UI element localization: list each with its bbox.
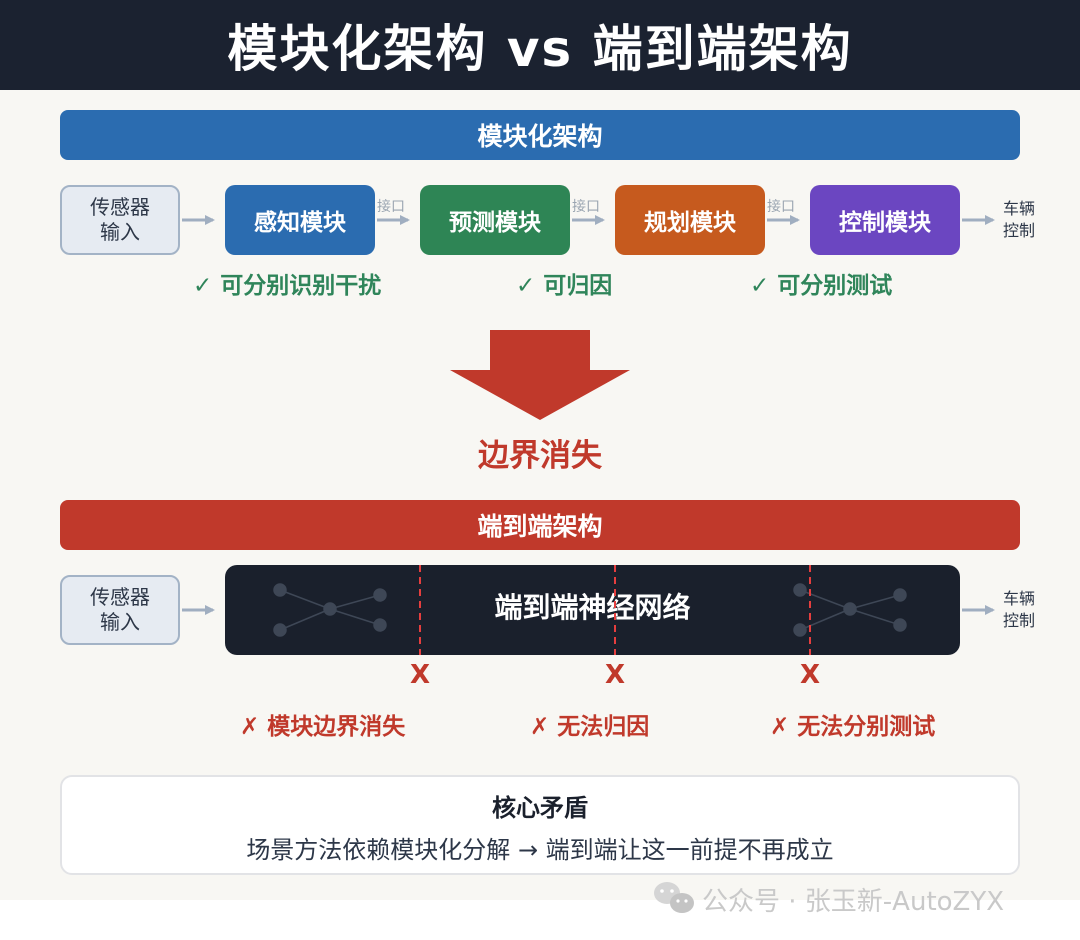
sensor-input-label-line1: 传感器 [90,195,150,219]
benefit-identify-interference: ✓ 可分别识别干扰 [193,273,382,299]
interface-label-1: 接口 [377,199,405,215]
watermark-text: 公众号 · 张玉新-AutoZYX [702,887,1005,917]
e2e-network-label: 端到端神经网络 [494,591,691,624]
e2e-vehicle-control-output: 车辆 控制 [1003,588,1053,632]
drawback-no-attribution: ✗ 无法归因 [530,714,650,740]
e2e-vehicle-control-line1: 车辆 [1003,589,1036,608]
network-left-decoration [273,583,387,637]
e2e-vehicle-control-line2: 控制 [1003,611,1036,630]
watermark-band [0,900,1080,940]
x-mark-3: X [800,660,821,690]
core-title: 核心矛盾 [492,794,588,822]
sensor-input-label-line2: 输入 [100,220,140,244]
benefit-attributable: ✓ 可归因 [516,273,613,299]
interface-label-3: 接口 [767,199,795,215]
e2e-sensor-input-box: 传感器 输入 [60,575,180,645]
drawback-boundary-vanish: ✗ 模块边界消失 [240,714,406,740]
network-right-decoration [793,583,907,637]
e2e-network-box [225,565,960,655]
title-bar: 模块化架构 vs 端到端架构 [0,0,1080,90]
x-mark-1: X [410,660,431,690]
planning-module: 规划模块 [615,185,765,255]
control-module: 控制模块 [810,185,960,255]
x-mark-2: X [605,660,626,690]
interface-label-2: 接口 [572,199,600,215]
vehicle-control-output: 车辆 控制 [1003,198,1053,242]
down-arrow-icon [450,330,630,420]
prediction-module: 预测模块 [420,185,570,255]
perception-module: 感知模块 [225,185,375,255]
drawback-no-separate-testing: ✗ 无法分别测试 [770,714,936,740]
page-title: 模块化架构 vs 端到端架构 [227,20,853,78]
e2e-sensor-input-line1: 传感器 [90,585,150,609]
e2e-banner: 端到端架构 [60,500,1020,550]
core-description: 场景方法依赖模块化分解 → 端到端让这一前提不再成立 [246,836,834,864]
e2e-sensor-input-line2: 输入 [100,610,140,634]
core-contradiction-box [60,775,1020,875]
sensor-input-box: 传感器 输入 [60,185,180,255]
vehicle-control-line2: 控制 [1003,221,1036,240]
modular-banner: 模块化架构 [60,110,1020,160]
boundary-vanish-label: 边界消失 [478,438,602,474]
benefit-separate-testing: ✓ 可分别测试 [750,273,893,299]
flow-arrows [182,215,995,615]
vehicle-control-line1: 车辆 [1003,199,1036,218]
